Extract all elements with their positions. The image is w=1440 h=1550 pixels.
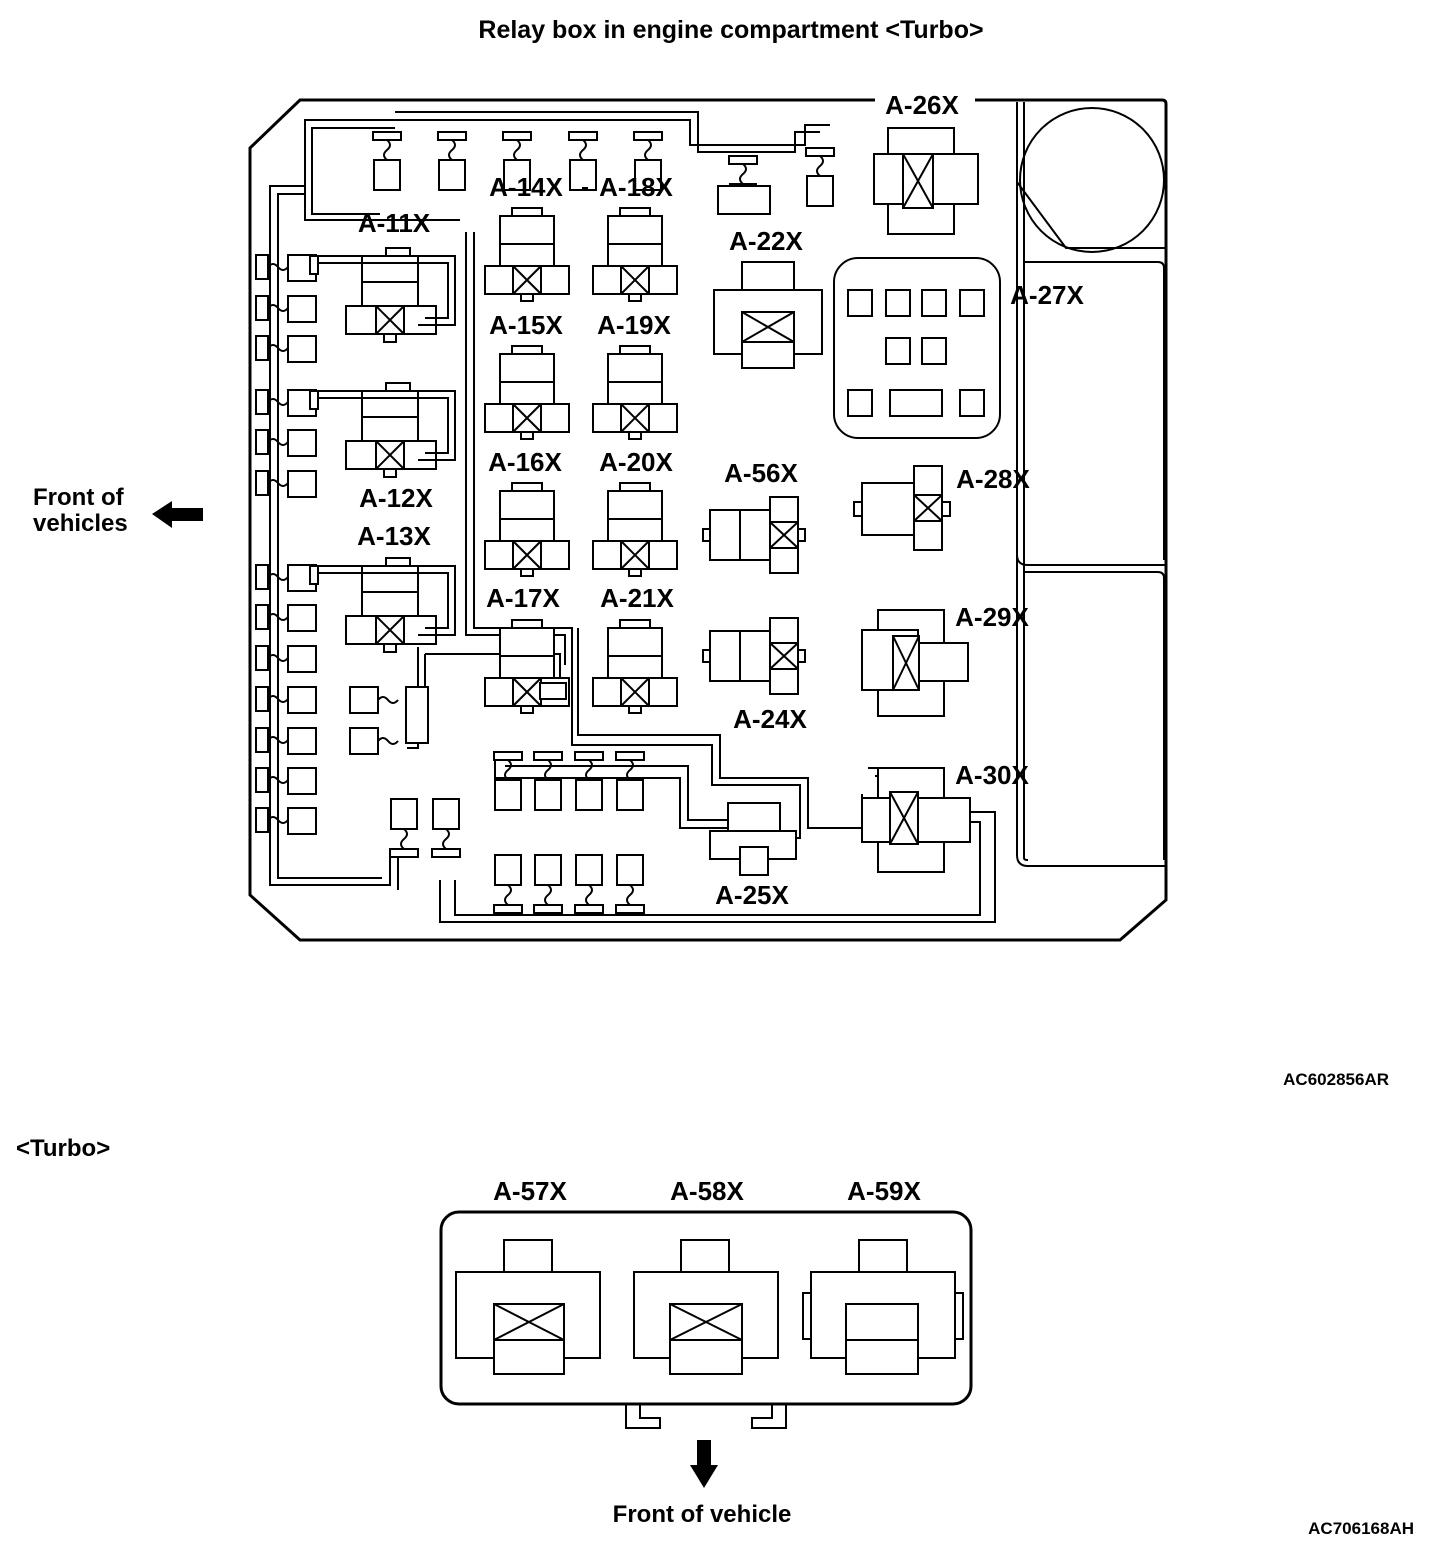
- label-a21x: A-21X: [600, 583, 674, 613]
- front-of-vehicle-label: Front of vehicle: [613, 1501, 792, 1528]
- relay-a25x: [709, 802, 797, 876]
- diagram2-code: AC706168AH: [1308, 1519, 1414, 1538]
- front-of-vehicle-indicator: Front of vehicle: [613, 1440, 792, 1528]
- label-a27x: A-27X: [1010, 280, 1084, 310]
- relay-a19x: [592, 345, 678, 440]
- label-a18x: A-18X: [599, 172, 673, 202]
- bottom-fuse-grid: [389, 751, 645, 914]
- relay-a30x: [861, 767, 971, 873]
- label-a22x: A-22X: [729, 226, 803, 256]
- label-a26x: A-26X: [885, 90, 959, 120]
- relay-a20x: [592, 482, 678, 577]
- relay-a59x: [802, 1239, 964, 1375]
- label-a29x: A-29X: [955, 602, 1029, 632]
- label-a15x: A-15X: [489, 310, 563, 340]
- relay-a26x: [873, 127, 979, 235]
- diagram1-title: Relay box in engine compartment <Turbo>: [478, 16, 983, 44]
- relay-a24x: [702, 617, 806, 695]
- label-a56x: A-56X: [724, 458, 798, 488]
- label-a11x: A-11X: [358, 208, 431, 238]
- relay-a15x: [484, 345, 570, 440]
- diagram2-title: <Turbo>: [16, 1135, 110, 1162]
- relay-a11x: [309, 247, 456, 343]
- label-a20x: A-20X: [599, 447, 673, 477]
- relay-a12x: [309, 382, 456, 478]
- relay-a28x: [853, 465, 951, 551]
- label-a25x: A-25X: [715, 880, 789, 910]
- relay-a16x: [484, 482, 570, 577]
- left-fuse-column: [255, 254, 429, 835]
- relay-a13x: [309, 557, 456, 653]
- label-a12x: A-12X: [359, 483, 433, 513]
- front-label-line2: vehicles: [33, 510, 128, 537]
- label-a28x: A-28X: [956, 464, 1030, 494]
- label-a30x: A-30X: [955, 760, 1029, 790]
- front-label-line1: Front of: [33, 484, 125, 511]
- turbo-relay-block: [439, 1210, 973, 1429]
- relay-a18x: [592, 207, 678, 302]
- label-a59x: A-59X: [847, 1176, 921, 1206]
- front-of-vehicles-indicator: Front of vehicles: [33, 484, 203, 537]
- right-compartment: [1016, 102, 1167, 867]
- label-a16x: A-16X: [488, 447, 562, 477]
- label-a19x: A-19X: [597, 310, 671, 340]
- relay-a29x: [861, 609, 969, 717]
- label-a13x: A-13X: [357, 521, 431, 551]
- label-a57x: A-57X: [493, 1176, 567, 1206]
- label-a14x: A-14X: [489, 172, 563, 202]
- module-a27x: [833, 257, 1001, 439]
- relay-labels: A-26X A-11X A-14X A-18X A-22X A-27X A-15…: [357, 90, 1084, 910]
- relay-a56x: [702, 496, 806, 574]
- left-arrow-icon: [152, 501, 203, 528]
- label-a24x: A-24X: [733, 704, 807, 734]
- top-fuse-row: [372, 131, 835, 215]
- relay-a22x: [713, 261, 823, 369]
- relay-a14x: [484, 207, 570, 302]
- relay-a57x: [455, 1239, 601, 1375]
- label-a58x: A-58X: [670, 1176, 744, 1206]
- relay-a21x: [592, 619, 678, 714]
- diagram1-code: AC602856AR: [1283, 1070, 1389, 1089]
- relay-a58x: [633, 1239, 779, 1375]
- label-a17x: A-17X: [486, 583, 560, 613]
- down-arrow-icon: [690, 1440, 718, 1488]
